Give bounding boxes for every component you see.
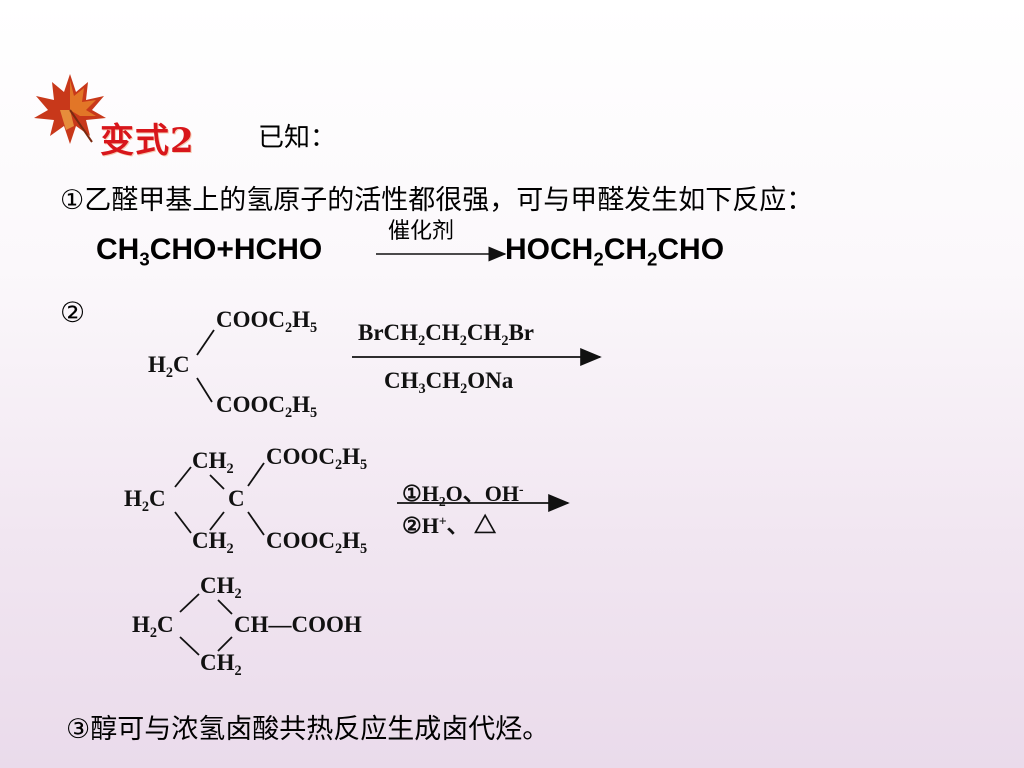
reagent-above-arrow: BrCH2CH2CH2Br [358,320,534,349]
item3-text: ③醇可与浓氢卤酸共热反应生成卤代烃。 [66,714,550,745]
ring1-ester-bond [247,511,265,536]
catalyst-label: 催化剂 [388,219,455,244]
malonate-ch2: H2C [148,352,190,381]
ring1-ester-bond [247,462,265,487]
reagent-below-arrow: CH3CH2ONa [384,368,514,397]
ring2-ch2-bottom: CH2 [200,650,242,679]
maple-leaf-icon [30,70,110,150]
ring1-left-carbon: H2C [124,486,166,515]
item1-text: ①乙醛甲基上的氢原子的活性都很强，可与甲醛发生如下反应： [60,185,814,216]
ring1-bond [174,466,192,488]
ring1-bond [174,511,192,534]
ring2-bond [179,636,200,656]
ring2-bond [217,636,233,652]
ring1-ch2-bottom: CH2 [192,528,234,557]
ring2-left-carbon: H2C [132,612,174,641]
ring1-bond [209,511,225,531]
ring2-ch2-top: CH2 [200,573,242,602]
malonate-bottom-ester: COOC2H5 [216,392,318,421]
ring1-ch2-top: CH2 [192,448,234,477]
reaction1-rhs: HOCH2CH2CHO [505,233,725,270]
malonate-bond-lower [196,377,213,403]
ring2-bond [217,599,233,615]
item2-marker: ② [60,296,86,329]
malonate-bond-upper [196,329,215,356]
ring1-center-carbon: C [228,486,245,511]
reaction1-lhs: CH3CHO+HCHO [96,233,323,270]
ring1-ester-bottom: COOC2H5 [266,528,368,557]
ring1-ester-top: COOC2H5 [266,444,368,473]
slide-title: 变式2 [100,121,195,161]
known-label: 已知： [258,123,337,153]
ring2-bond [179,593,200,613]
ring2-ch-cooh: CH—COOH [234,612,362,637]
ring1-bond [209,474,225,490]
hydrolysis-step1: ①H2O、OH- [402,481,524,509]
malonate-top-ester: COOC2H5 [216,307,318,336]
acidify-heat-step2: ②H+、 △ [402,513,497,538]
